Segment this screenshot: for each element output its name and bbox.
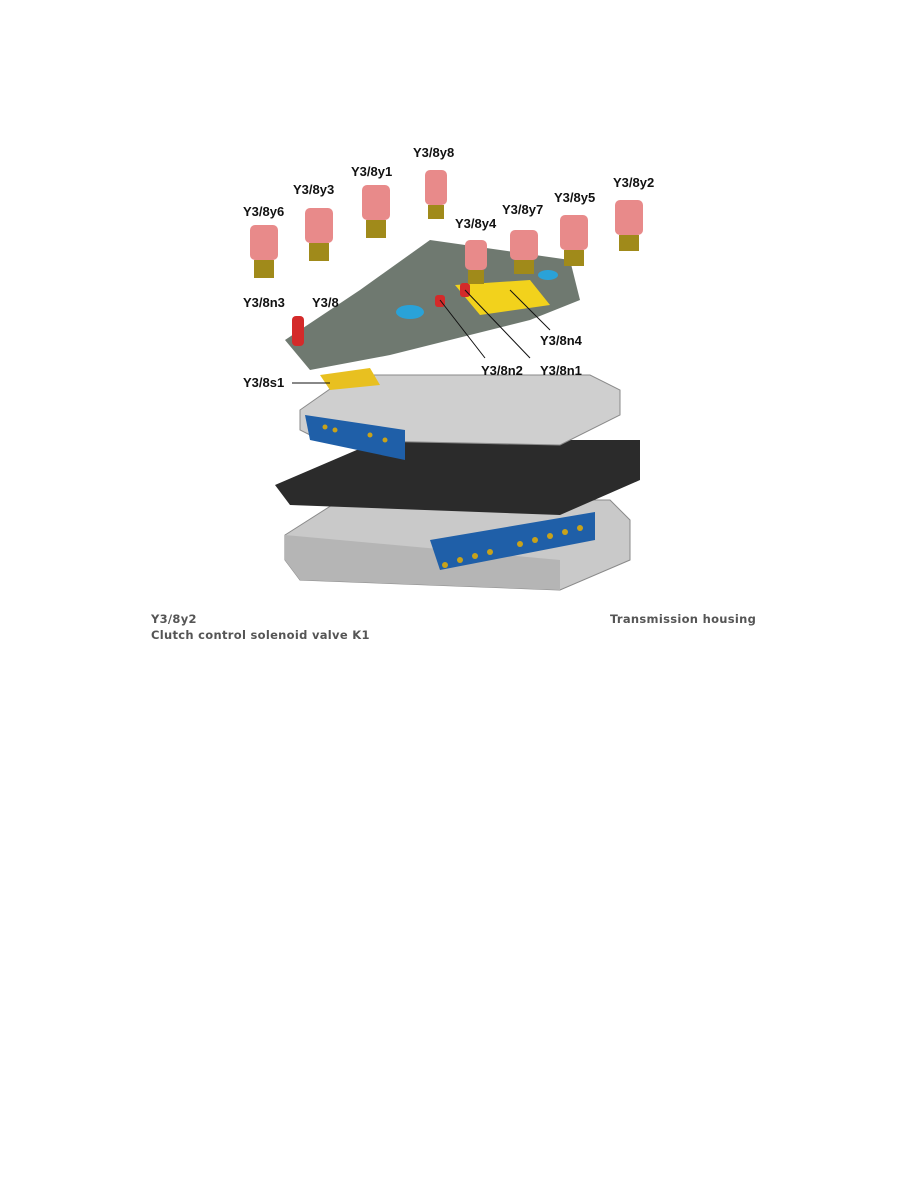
component-code: Y3/8y2 — [151, 612, 197, 626]
label-y3-8s1: Y3/8s1 — [243, 375, 285, 390]
label-y3-8y6: Y3/8y6 — [243, 204, 285, 219]
valve-body-exploded-diagram: Y3/8y6 Y3/8y3 Y3/8y1 Y3/8y8 Y3/8y4 Y3/8y… — [230, 140, 654, 600]
label-y3-8y4: Y3/8y4 — [455, 216, 497, 231]
label-y3-8n3: Y3/8n3 — [243, 295, 285, 310]
label-y3-8y8: Y3/8y8 — [413, 145, 455, 160]
label-y3-8y1: Y3/8y1 — [351, 164, 393, 179]
label-y3-8: Y3/8 — [312, 295, 339, 310]
label-y3-8y7: Y3/8y7 — [502, 202, 544, 217]
label-y3-8y2: Y3/8y2 — [613, 175, 655, 190]
label-y3-8n4: Y3/8n4 — [540, 333, 582, 348]
component-location: Transmission housing — [610, 612, 757, 626]
label-y3-8y3: Y3/8y3 — [293, 182, 335, 197]
label-y3-8y5: Y3/8y5 — [554, 190, 596, 205]
component-name: Clutch control solenoid valve K1 — [151, 628, 370, 642]
label-y3-8n2: Y3/8n2 — [481, 363, 523, 378]
label-y3-8n1: Y3/8n1 — [540, 363, 582, 378]
valve-body-illustration — [250, 170, 643, 591]
